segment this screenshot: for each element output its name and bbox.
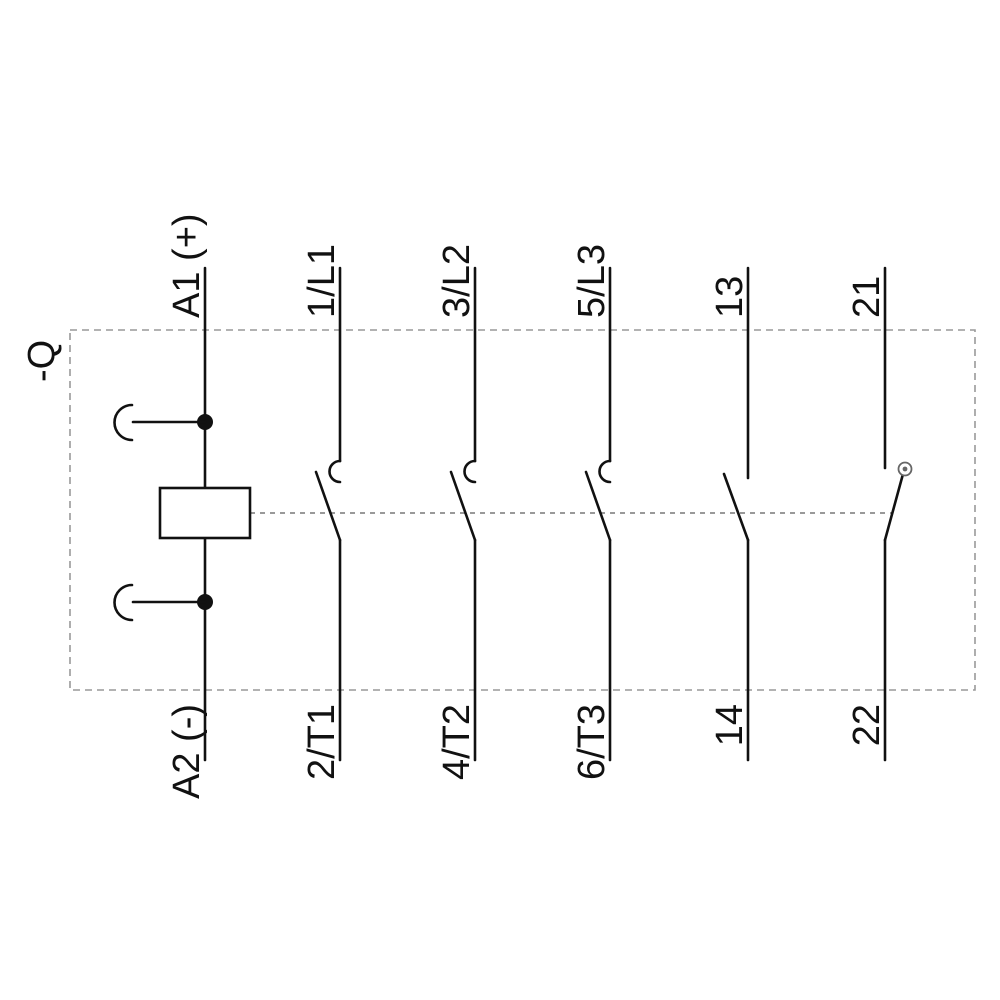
coil-symbol bbox=[158, 486, 252, 540]
terminal-label-1l1: 1/L1 bbox=[301, 244, 343, 318]
terminal-label-22: 22 bbox=[846, 704, 888, 746]
moving-contact-pole1 bbox=[314, 470, 342, 542]
moving-contact-aux-no bbox=[722, 472, 750, 542]
main-pole-1 bbox=[314, 266, 342, 762]
terminal-label-5l3: 5/L3 bbox=[571, 244, 613, 318]
terminal-label-21: 21 bbox=[846, 276, 888, 318]
clamp-terminal-arc-top bbox=[113, 403, 134, 442]
coil-circuit bbox=[113, 266, 252, 762]
contact-tip-arc-pole2 bbox=[463, 459, 477, 484]
nc-contact-pivot-dot bbox=[902, 466, 908, 472]
contact-tip-arc-pole1 bbox=[328, 459, 342, 484]
clamp-terminal-arc-bottom bbox=[113, 583, 134, 622]
aux-no-contact bbox=[722, 266, 750, 762]
moving-contact-pole3 bbox=[584, 470, 612, 542]
moving-contact-pole2 bbox=[449, 470, 477, 542]
terminal-label-4t2: 4/T2 bbox=[436, 704, 478, 780]
terminal-label-2t1: 2/T1 bbox=[301, 704, 343, 780]
terminal-label-13: 13 bbox=[709, 276, 751, 318]
main-pole-3 bbox=[584, 266, 612, 762]
terminal-label-a2: A2 (-) bbox=[166, 704, 208, 799]
device-designation-label: -Q bbox=[21, 340, 63, 382]
device-boundary bbox=[69, 329, 976, 691]
moving-contact-aux-nc bbox=[883, 472, 905, 542]
contact-tip-arc-pole3 bbox=[598, 459, 612, 484]
terminal-label-3l2: 3/L2 bbox=[436, 244, 478, 318]
terminal-label-14: 14 bbox=[709, 704, 751, 746]
main-pole-2 bbox=[449, 266, 477, 762]
aux-nc-contact bbox=[883, 266, 913, 762]
terminal-label-a1: A1 (+) bbox=[166, 213, 208, 318]
terminal-label-6t3: 6/T3 bbox=[571, 704, 613, 780]
